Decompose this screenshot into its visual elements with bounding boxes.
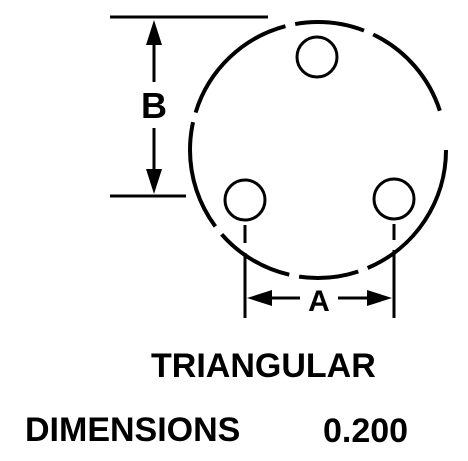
dimension-a-label: A (308, 285, 330, 318)
dimension-b-arrowhead-bottom (146, 169, 162, 194)
dimension-a-arrowhead-left (247, 290, 272, 306)
dimensions-label: DIMENSIONS (25, 411, 240, 449)
dimensions-value: 0.200 (323, 412, 408, 450)
dimension-a-arrowhead-right (367, 290, 392, 306)
hole-bottom-left (223, 178, 267, 222)
arrangement-label: TRIANGULAR (151, 347, 376, 385)
dimension-b-label: B (141, 85, 167, 126)
dimension-b-arrowhead-top (146, 20, 162, 45)
outline-circle (188, 20, 448, 280)
hole-bottom-right (372, 177, 416, 221)
hole-top (295, 35, 339, 79)
